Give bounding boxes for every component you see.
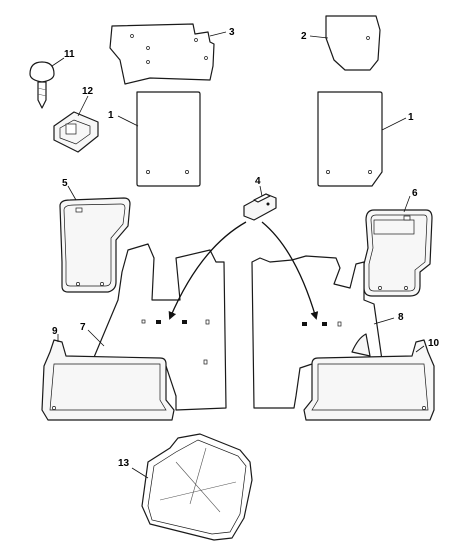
leader-lines [51, 31, 425, 479]
pad-2 [325, 15, 381, 71]
callout-4: 4 [255, 176, 261, 187]
rear-panel-9 [41, 339, 175, 421]
carpet-8 [251, 255, 383, 409]
callout-9: 9 [52, 326, 58, 337]
routing-arrow-right [261, 221, 319, 320]
callout-3: 3 [229, 27, 235, 38]
callout-1-right: 1 [408, 112, 414, 123]
tray-13 [141, 433, 253, 541]
floor-mat-5 [59, 197, 131, 293]
callout-11: 11 [64, 49, 75, 60]
callout-2: 2 [301, 31, 307, 42]
insulation-panel-3 [109, 23, 215, 85]
carpet-7 [91, 243, 227, 411]
callout-7: 7 [80, 322, 86, 333]
callout-1-left: 1 [108, 110, 114, 121]
callout-8: 8 [398, 312, 404, 323]
pad-1-right [317, 91, 383, 187]
callout-10: 10 [428, 338, 440, 349]
connector-4 [243, 193, 277, 221]
callout-13: 13 [118, 458, 130, 469]
callout-6: 6 [412, 188, 418, 199]
retaining-clip-12 [53, 111, 99, 153]
callout-12: 12 [82, 86, 94, 97]
push-clip-11 [29, 61, 55, 109]
callout-5: 5 [62, 178, 68, 189]
routing-arrow-left [168, 221, 247, 320]
pad-1-left [136, 91, 201, 187]
rear-panel-10 [303, 339, 435, 421]
floor-mat-6 [363, 209, 433, 297]
